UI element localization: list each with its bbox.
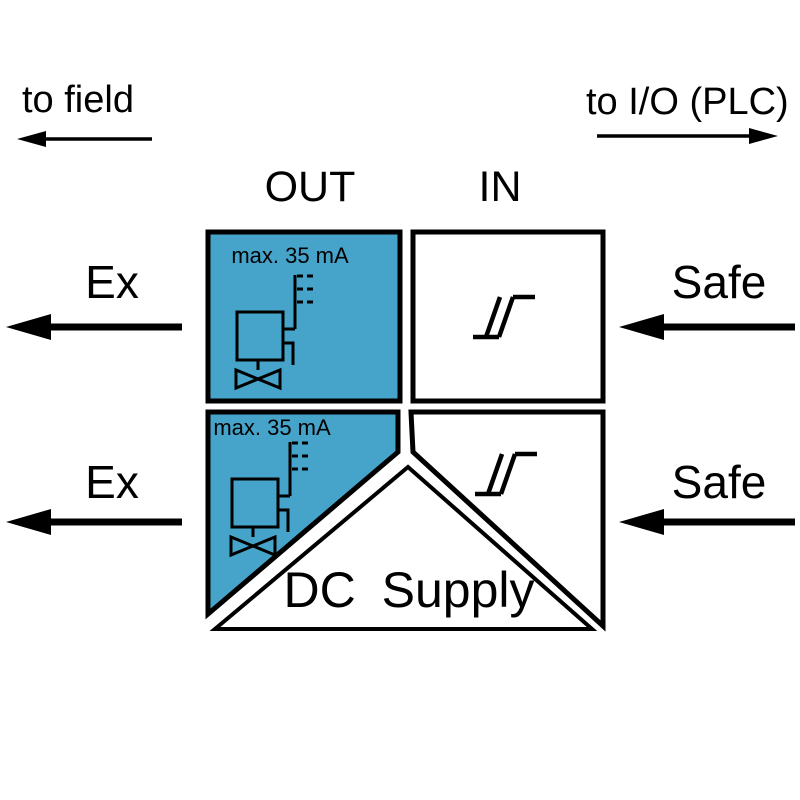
to-io-label: to I/O (PLC): [586, 81, 789, 123]
to-io-arrow: [597, 128, 778, 144]
safe-arrow-2: [619, 509, 795, 535]
in-channel-2-box: [408, 409, 606, 632]
ex-label-1: Ex: [85, 256, 139, 308]
in-column-label: IN: [478, 163, 522, 211]
max-current-note-2: max. 35 mA: [213, 415, 331, 440]
ex-arrow-1: [6, 314, 182, 340]
safe-label-2: Safe: [671, 456, 767, 508]
dc-supply-triangle: [209, 464, 598, 631]
out-channel-2-box: [205, 409, 401, 620]
to-field-label: to field: [22, 79, 134, 121]
max-current-note-1: max. 35 mA: [231, 243, 349, 268]
dc-supply-label: DC Supply: [283, 562, 535, 618]
safe-label-1: Safe: [671, 256, 767, 308]
out-column-label: OUT: [264, 163, 356, 211]
to-field-arrow: [17, 131, 152, 147]
safe-arrow-1: [619, 314, 795, 340]
ex-label-2: Ex: [85, 456, 139, 508]
ex-arrow-2: [6, 509, 182, 535]
